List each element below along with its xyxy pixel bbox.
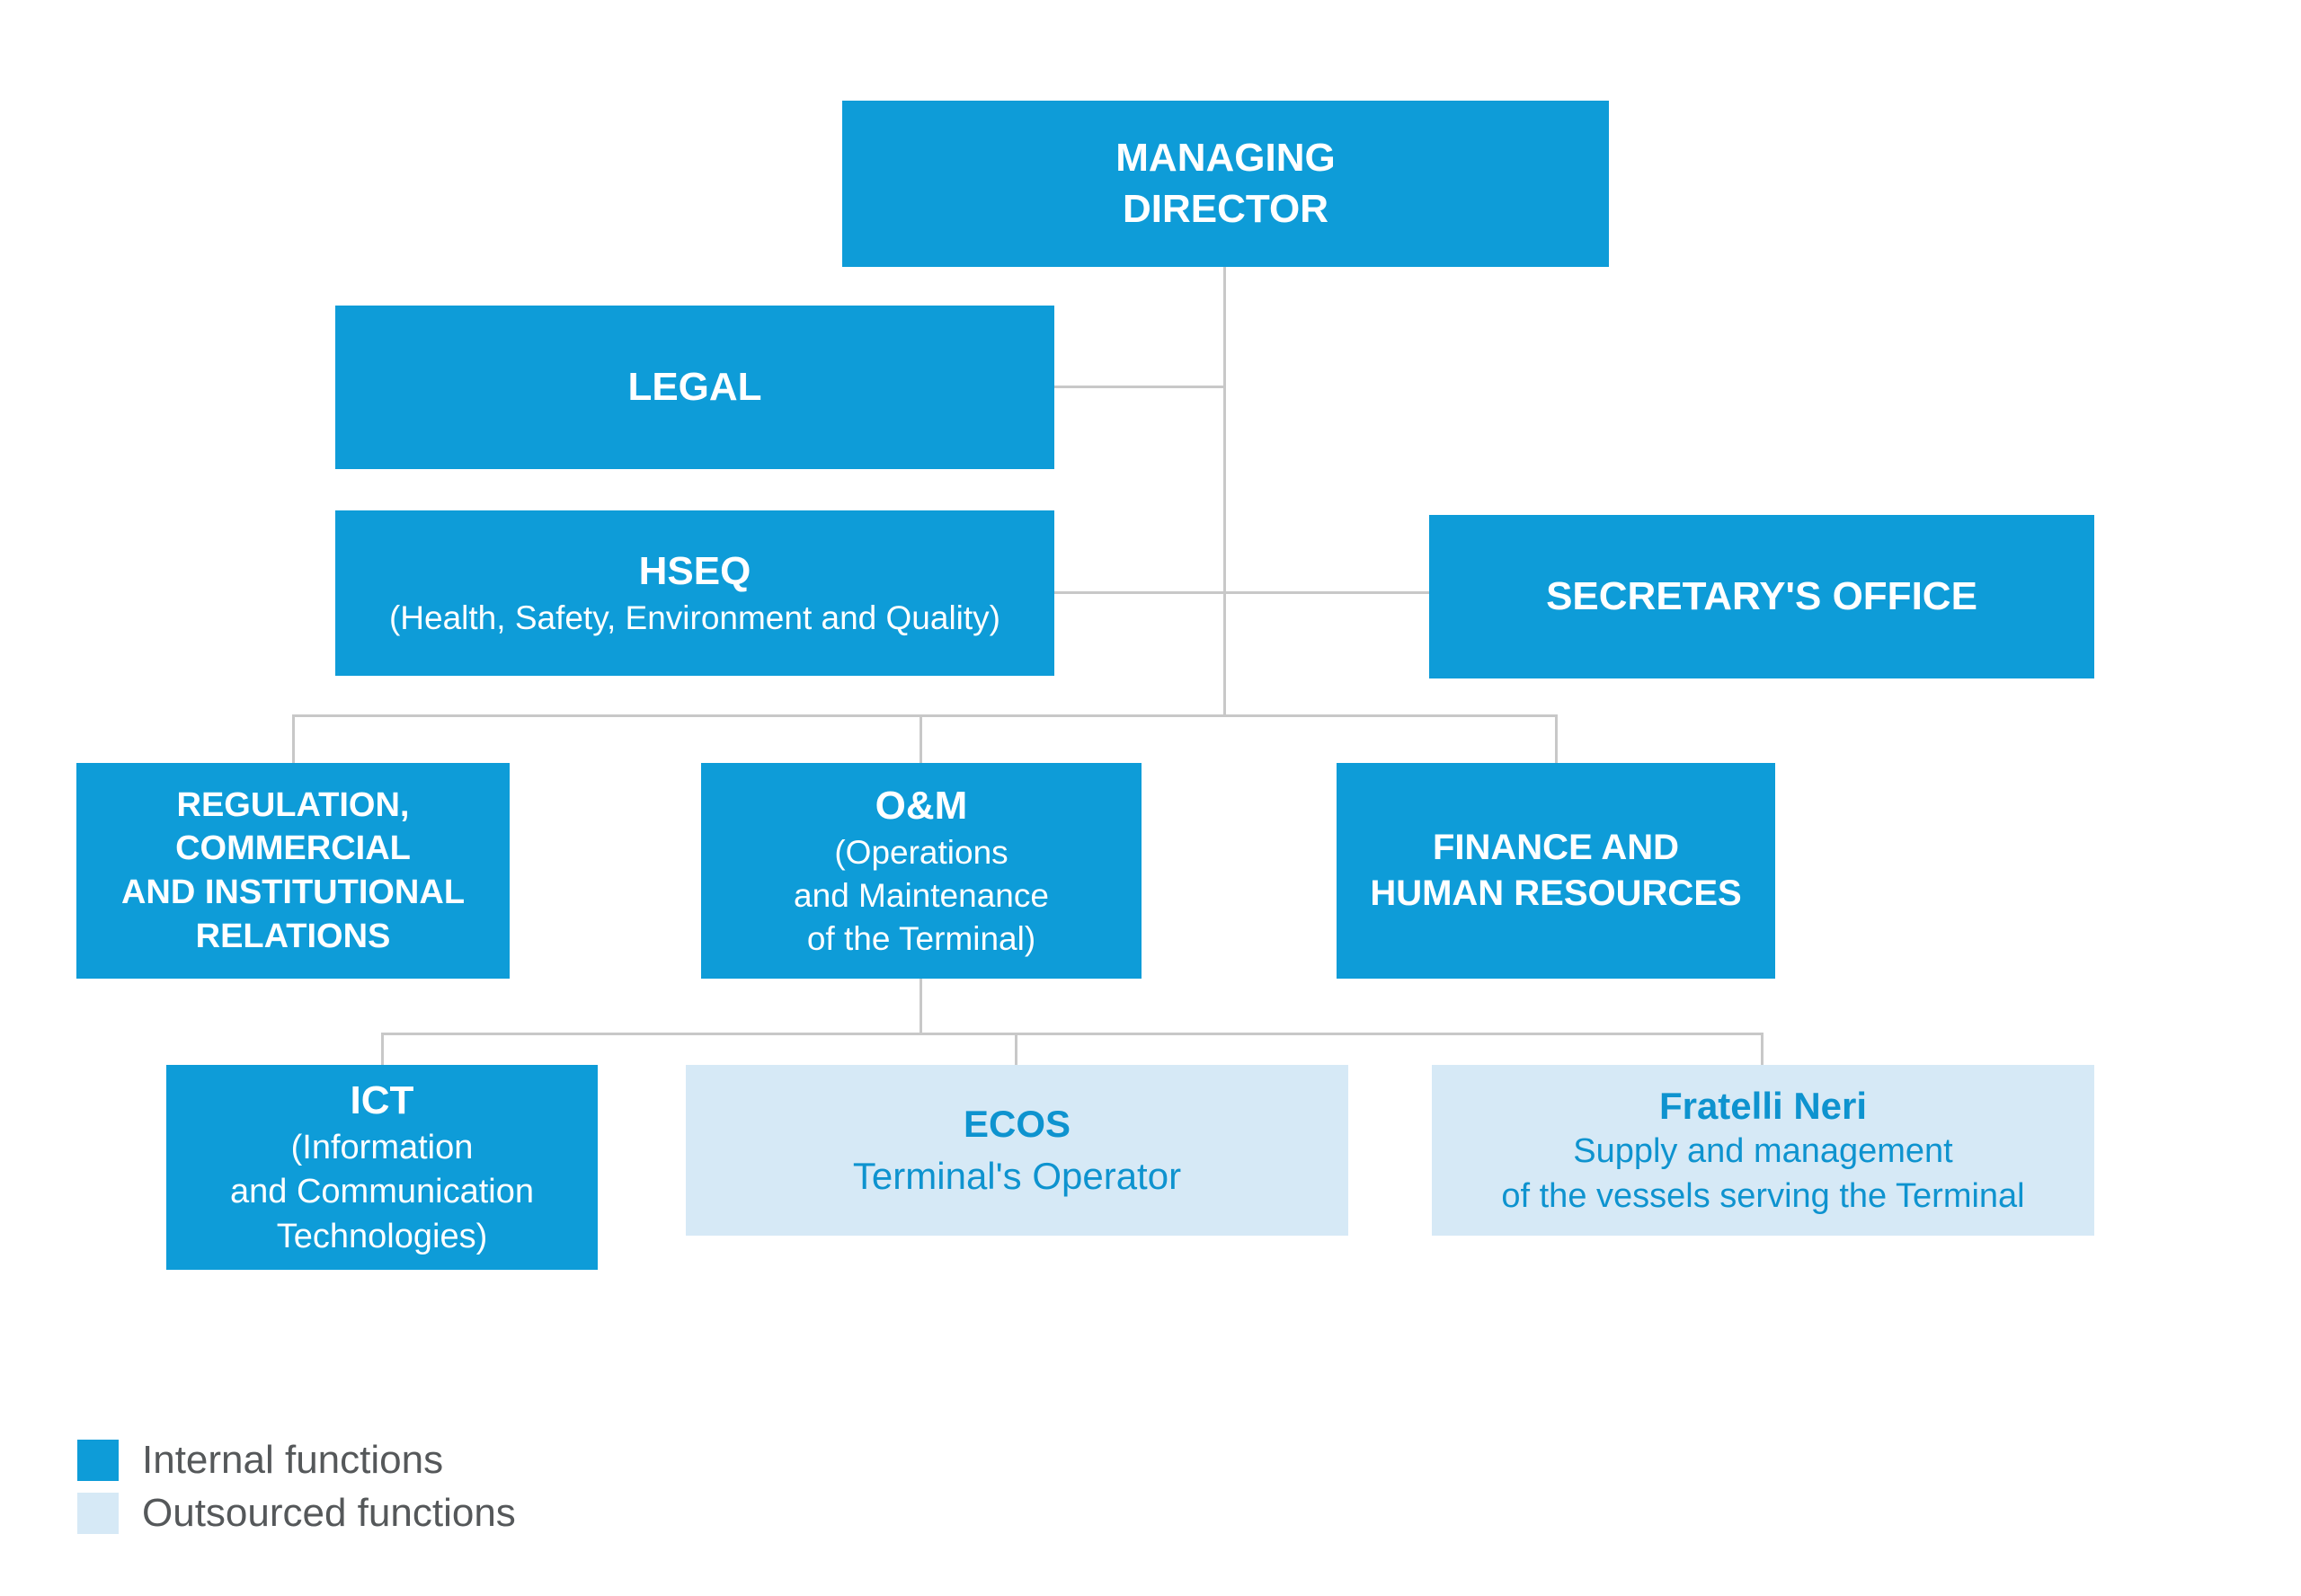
org-box-ict: ICT (Information and Communication Techn…	[166, 1065, 598, 1270]
connector-row4-bus	[381, 1033, 1764, 1035]
ecos-subtitle: Terminal's Operator	[852, 1154, 1182, 1197]
regulation-label-line4: RELATIONS	[195, 917, 391, 955]
hseq-title: HSEQ	[638, 548, 751, 593]
org-box-fratelli-neri: Fratelli Neri Supply and management of t…	[1432, 1065, 2094, 1236]
legend-item-outsourced: Outsourced functions	[77, 1493, 516, 1534]
connector-om-trunk	[920, 979, 922, 1035]
connector-row3-bus	[292, 714, 1558, 717]
legend: Internal functions Outsourced functions	[77, 1440, 516, 1534]
om-subtitle-line2: and Maintenance	[794, 877, 1049, 915]
connector-drop-ecos	[1015, 1033, 1017, 1065]
ict-subtitle-line3: Technologies)	[276, 1217, 488, 1255]
legend-swatch-outsourced	[77, 1493, 119, 1534]
legend-label-internal: Internal functions	[142, 1438, 444, 1482]
managing-director-label-line2: DIRECTOR	[1123, 186, 1328, 231]
om-subtitle-line3: of the Terminal)	[806, 920, 1036, 958]
om-subtitle-line1: (Operations	[834, 834, 1008, 872]
connector-drop-regulation	[292, 714, 295, 763]
legal-label: LEGAL	[627, 364, 762, 409]
org-box-om: O&M (Operations and Maintenance of the T…	[701, 763, 1142, 979]
connector-legal	[1054, 386, 1226, 388]
regulation-label-line3: AND INSTITUTIONAL	[120, 873, 466, 911]
regulation-label-line1: REGULATION,	[176, 785, 410, 824]
ecos-title: ECOS	[963, 1102, 1071, 1145]
om-title: O&M	[875, 783, 968, 828]
org-box-finance: FINANCE AND HUMAN RESOURCES	[1337, 763, 1775, 979]
hseq-subtitle: (Health, Safety, Environment and Quality…	[388, 599, 1001, 637]
org-box-hseq: HSEQ (Health, Safety, Environment and Qu…	[335, 510, 1054, 676]
connector-drop-finance	[1555, 714, 1558, 763]
fratelli-neri-subtitle-line1: Supply and management	[1573, 1132, 1953, 1171]
ict-subtitle-line1: (Information	[290, 1129, 474, 1167]
legend-label-outsourced: Outsourced functions	[142, 1491, 516, 1535]
connector-md-trunk	[1223, 267, 1226, 717]
regulation-label-line2: COMMERCIAL	[175, 829, 411, 868]
connector-drop-om	[920, 714, 922, 763]
connector-drop-ict	[381, 1033, 384, 1065]
connector-hseq-secretary	[1054, 591, 1429, 594]
managing-director-label-line1: MANAGING	[1115, 136, 1336, 181]
org-box-managing-director: MANAGING DIRECTOR	[842, 101, 1609, 267]
org-box-legal: LEGAL	[335, 306, 1054, 469]
fratelli-neri-title: Fratelli Neri	[1658, 1084, 1868, 1127]
finance-label-line2: HUMAN RESOURCES	[1370, 873, 1742, 913]
legend-swatch-internal	[77, 1440, 119, 1481]
ict-title: ICT	[350, 1077, 414, 1122]
connector-drop-fratelli-neri	[1761, 1033, 1764, 1065]
ict-subtitle-line2: and Communication	[230, 1173, 534, 1211]
org-box-ecos: ECOS Terminal's Operator	[686, 1065, 1348, 1236]
org-box-secretarys-office: SECRETARY'S OFFICE	[1429, 515, 2094, 678]
fratelli-neri-subtitle-line2: of the vessels serving the Terminal	[1501, 1176, 2025, 1215]
org-box-regulation: REGULATION, COMMERCIAL AND INSTITUTIONAL…	[76, 763, 510, 979]
secretarys-office-label: SECRETARY'S OFFICE	[1546, 573, 1977, 618]
finance-label-line1: FINANCE AND	[1432, 827, 1680, 867]
legend-item-internal: Internal functions	[77, 1440, 516, 1481]
